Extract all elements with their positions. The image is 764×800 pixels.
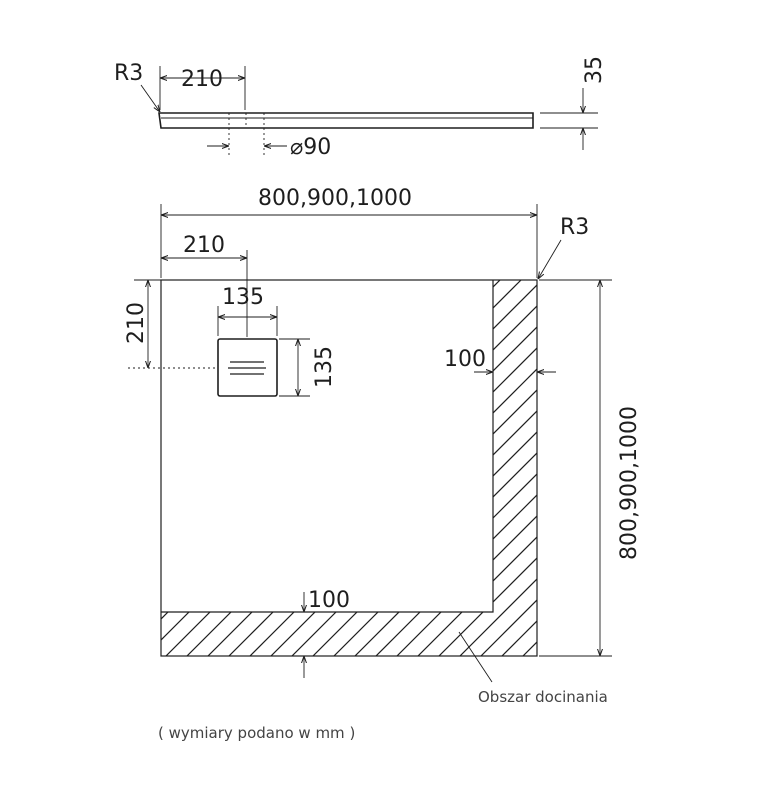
units-note: ( wymiary podano w mm ) (158, 724, 355, 742)
hatch-line (161, 280, 537, 656)
hatch-line (462, 280, 537, 656)
hatch-line (357, 280, 537, 656)
hatch-line (161, 280, 537, 656)
cutting-area-border (161, 280, 494, 613)
side-radius-label: R3 (114, 61, 143, 86)
hatch-line (161, 280, 319, 656)
hatch-line (161, 280, 424, 656)
hatch-line (252, 280, 537, 656)
corner-radius-leader (538, 239, 562, 279)
hatch-line (161, 280, 537, 656)
hatch-line (336, 280, 537, 656)
hatch-line (399, 280, 537, 656)
hatch-line (161, 280, 277, 656)
side-drain-offset-label: 210 (181, 67, 223, 92)
hatch-line (420, 280, 537, 656)
hatch-line (231, 280, 537, 656)
drain-width-label: 135 (222, 285, 264, 310)
corner-radius-label: R3 (560, 215, 589, 240)
hatch-line (294, 280, 537, 656)
hatch-line (161, 280, 235, 656)
drain-height-label: 135 (312, 346, 337, 388)
hatch-line (161, 280, 537, 656)
hatch-line (161, 280, 537, 656)
hatch-line (161, 280, 537, 656)
hatch-line (161, 280, 298, 656)
hatch-line (161, 280, 537, 656)
drain-offset-y-label: 210 (124, 302, 149, 344)
hatch-line (161, 280, 537, 656)
side-radius-leader (140, 84, 160, 112)
tray-outline (160, 279, 538, 657)
hatch-line (161, 280, 256, 656)
hatch-line (161, 280, 537, 656)
hatch-line (189, 280, 537, 656)
hatch-line (161, 280, 361, 656)
hatch-line (161, 280, 537, 656)
hatch-line (161, 280, 214, 656)
hatch-line (161, 280, 537, 656)
depth-label: 800,900,1000 (617, 406, 642, 560)
drain-grate (217, 338, 278, 397)
hatch-line (273, 280, 537, 656)
tray-side-profile (158, 112, 534, 129)
hatch-line (161, 280, 508, 656)
hatch-line (161, 280, 537, 656)
hatch-line (378, 280, 537, 656)
hatch-line (161, 280, 172, 656)
drain-diameter-label: ⌀90 (290, 135, 331, 160)
hatch-line (161, 280, 340, 656)
hatch-line (161, 280, 193, 656)
hatch-line (0, 0, 150, 800)
hatch-line (161, 280, 487, 656)
height-label: 35 (582, 56, 607, 84)
cutting-area-leader (458, 631, 493, 683)
cutting-area-label: Obszar docinania (478, 688, 608, 706)
hatch-line (210, 280, 537, 656)
right-trim-label: 100 (444, 347, 486, 372)
hatch-line (161, 280, 445, 656)
hatch-line (161, 280, 403, 656)
hatch-line (315, 280, 537, 656)
width-label: 800,900,1000 (258, 186, 412, 211)
hatch-line (168, 280, 537, 656)
hatch-line (161, 280, 537, 656)
side-view: R3 210 ⌀90 35 (114, 56, 607, 160)
hatch-line (161, 280, 537, 656)
hatch-line (161, 280, 466, 656)
hatch-line (161, 280, 537, 656)
hatch-line (483, 280, 537, 656)
hatch-line (161, 280, 537, 656)
bottom-trim-label: 100 (308, 588, 350, 613)
hatch-line (161, 280, 537, 656)
hatch-line (161, 280, 382, 656)
drain-offset-x-label: 210 (183, 233, 225, 258)
